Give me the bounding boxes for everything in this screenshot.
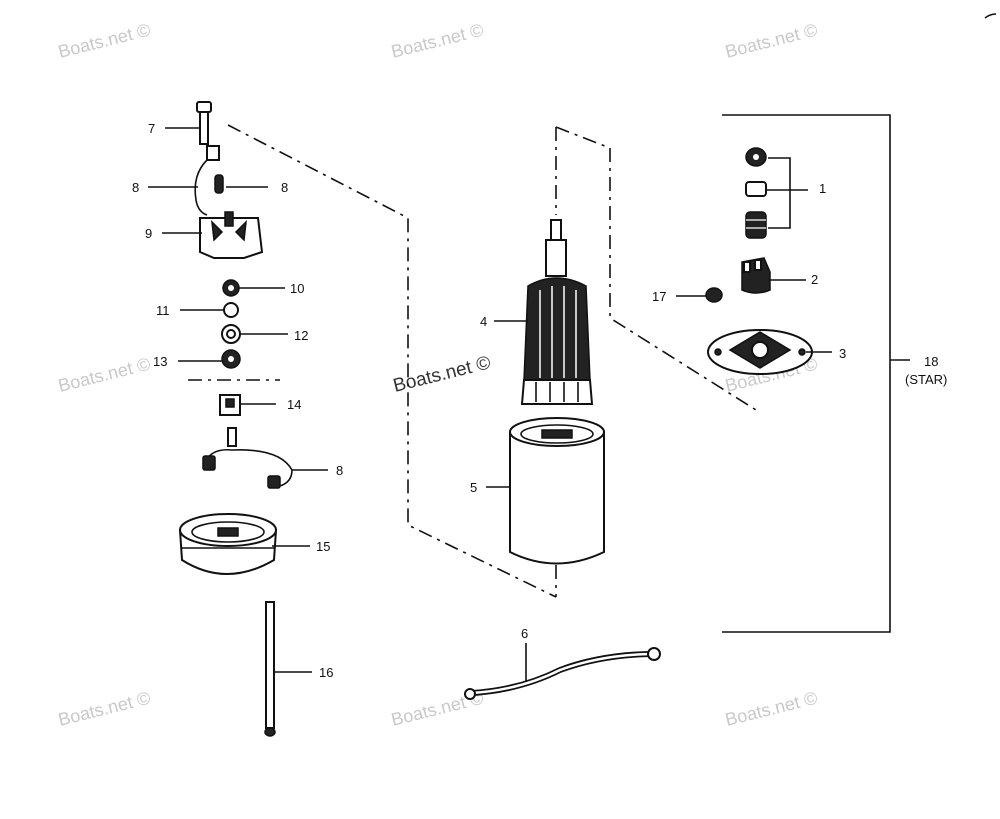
label-10: 10 xyxy=(290,281,304,296)
nut-part-10 xyxy=(222,279,240,297)
washer-part-12 xyxy=(221,324,241,344)
brush-part-8-top xyxy=(194,145,224,216)
drive-gear-part-2 xyxy=(741,257,771,294)
label-4: 4 xyxy=(480,314,487,329)
bracket-18 xyxy=(722,114,891,633)
insulator-part-14 xyxy=(219,394,241,416)
watermark-center: Boats.net © xyxy=(391,352,493,396)
armature-part-4 xyxy=(520,219,594,405)
frame-housing-part-5 xyxy=(509,417,605,565)
watermark-3: Boats.net © xyxy=(723,20,819,62)
label-2: 2 xyxy=(811,272,818,287)
label-11: 11 xyxy=(156,303,170,318)
bolt-part-7 xyxy=(196,101,212,145)
label-14: 14 xyxy=(287,397,301,412)
label-18: 18 xyxy=(924,354,938,369)
watermark-1: Boats.net © xyxy=(56,20,152,62)
corner-mark xyxy=(984,13,997,19)
label-1: 1 xyxy=(819,181,826,196)
assembly-lines xyxy=(188,124,757,598)
washer-part-11 xyxy=(223,302,239,318)
brush-holder-part-9 xyxy=(199,211,264,259)
label-16: 16 xyxy=(319,665,333,680)
label-9: 9 xyxy=(145,226,152,241)
label-7: 7 xyxy=(148,121,155,136)
cable-part-6 xyxy=(464,647,661,700)
washer-part-13 xyxy=(221,349,241,369)
label-15: 15 xyxy=(316,539,330,554)
label-6: 6 xyxy=(521,626,528,641)
nut-part-17 xyxy=(705,287,723,303)
watermarks: Boats.net © Boats.net © Boats.net © Boat… xyxy=(56,20,819,730)
brush-part-8-lower xyxy=(202,427,293,489)
label-8-lower: 8 xyxy=(336,463,343,478)
label-17: 17 xyxy=(652,289,666,304)
label-13: 13 xyxy=(153,354,167,369)
label-8-top-right: 8 xyxy=(281,180,288,195)
drive-end-plate-part-3 xyxy=(707,329,813,375)
watermark-2: Boats.net © xyxy=(389,20,485,62)
label-12: 12 xyxy=(294,328,308,343)
callout-labels: 7 8 8 9 10 11 12 13 14 8 15 16 4 5 6 1 2… xyxy=(132,121,947,680)
watermark-4: Boats.net © xyxy=(56,354,152,396)
label-18-star: (STAR) xyxy=(905,372,947,387)
label-8-top-left: 8 xyxy=(132,180,139,195)
label-5: 5 xyxy=(470,480,477,495)
watermark-9: Boats.net © xyxy=(723,688,819,730)
end-cap-part-15 xyxy=(178,513,278,575)
through-bolt-part-16 xyxy=(264,601,276,737)
watermark-7: Boats.net © xyxy=(56,688,152,730)
label-3: 3 xyxy=(839,346,846,361)
pinion-nut-part-1 xyxy=(745,147,767,239)
